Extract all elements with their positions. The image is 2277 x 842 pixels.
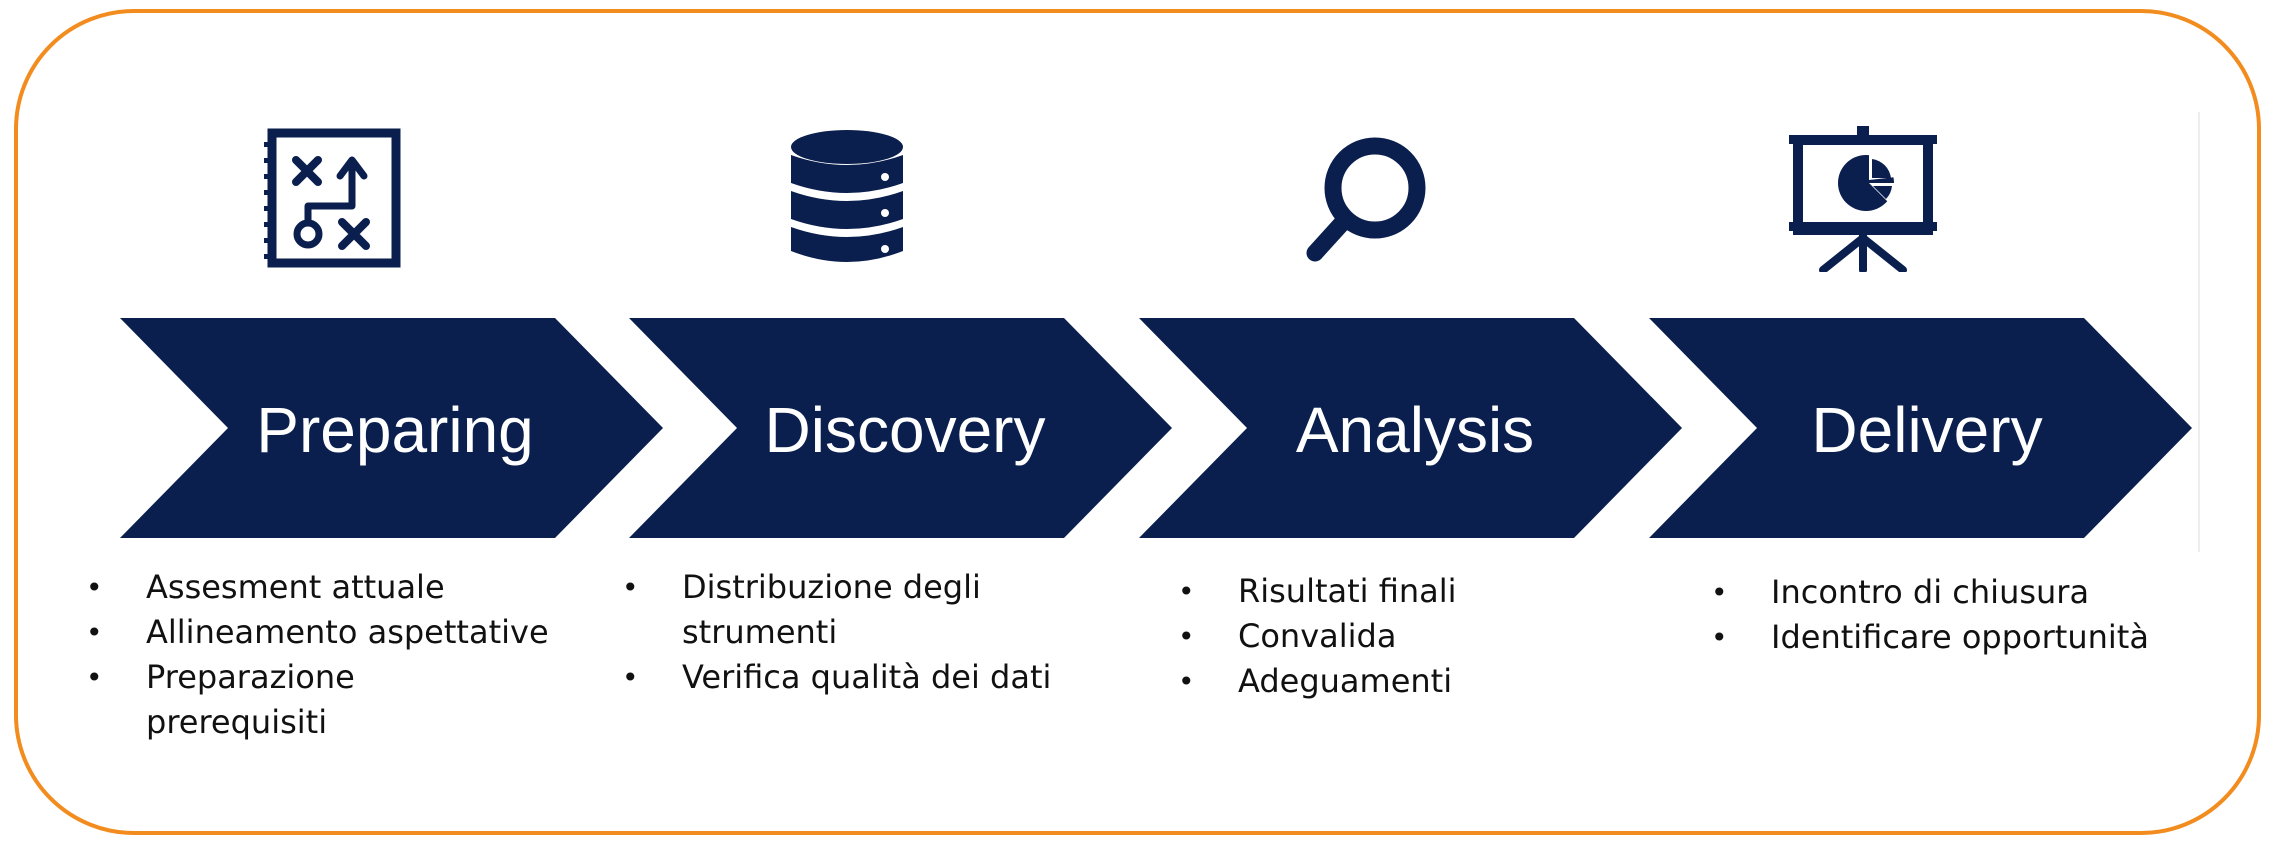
- list-item: Distribuzione degli strumenti: [622, 565, 1022, 655]
- list-item: Incontro di chiusura: [1711, 570, 2211, 615]
- database-icon: [772, 125, 922, 275]
- right-divider-line: [2198, 112, 2200, 552]
- presentation-board-icon: [1788, 122, 1938, 272]
- list-item: Verifica qualità dei dati: [622, 655, 1082, 700]
- list-item: Preparazione prerequisiti: [86, 655, 446, 745]
- stage-title-delivery: Delivery: [1811, 394, 2042, 466]
- magnifier-icon: [1300, 125, 1450, 275]
- stage-title-discovery: Discovery: [765, 394, 1046, 466]
- preparing-bullet-list: Assesment attuale Allineamento aspettati…: [86, 565, 586, 745]
- list-item: Identificare opportunità: [1711, 615, 2211, 660]
- strategy-notebook-icon: [262, 128, 412, 278]
- list-item: Adeguamenti: [1178, 659, 1598, 704]
- analysis-bullet-list: Risultati finali Convalida Adeguamenti: [1178, 569, 1598, 704]
- list-item: Allineamento aspettative: [86, 610, 586, 655]
- stage-title-preparing: Preparing: [256, 394, 534, 466]
- chevron-preparing: Preparing: [120, 318, 663, 538]
- chevron-delivery: Delivery: [1649, 318, 2192, 538]
- list-item: Risultati finali: [1178, 569, 1598, 614]
- chevron-discovery: Discovery: [629, 318, 1172, 538]
- discovery-bullet-list: Distribuzione degli strumenti Verifica q…: [622, 565, 1082, 700]
- list-item: Convalida: [1178, 614, 1598, 659]
- chevron-analysis: Analysis: [1139, 318, 1682, 538]
- delivery-bullet-list: Incontro di chiusura Identificare opport…: [1711, 570, 2211, 660]
- list-item: Assesment attuale: [86, 565, 586, 610]
- stage-title-analysis: Analysis: [1296, 394, 1534, 466]
